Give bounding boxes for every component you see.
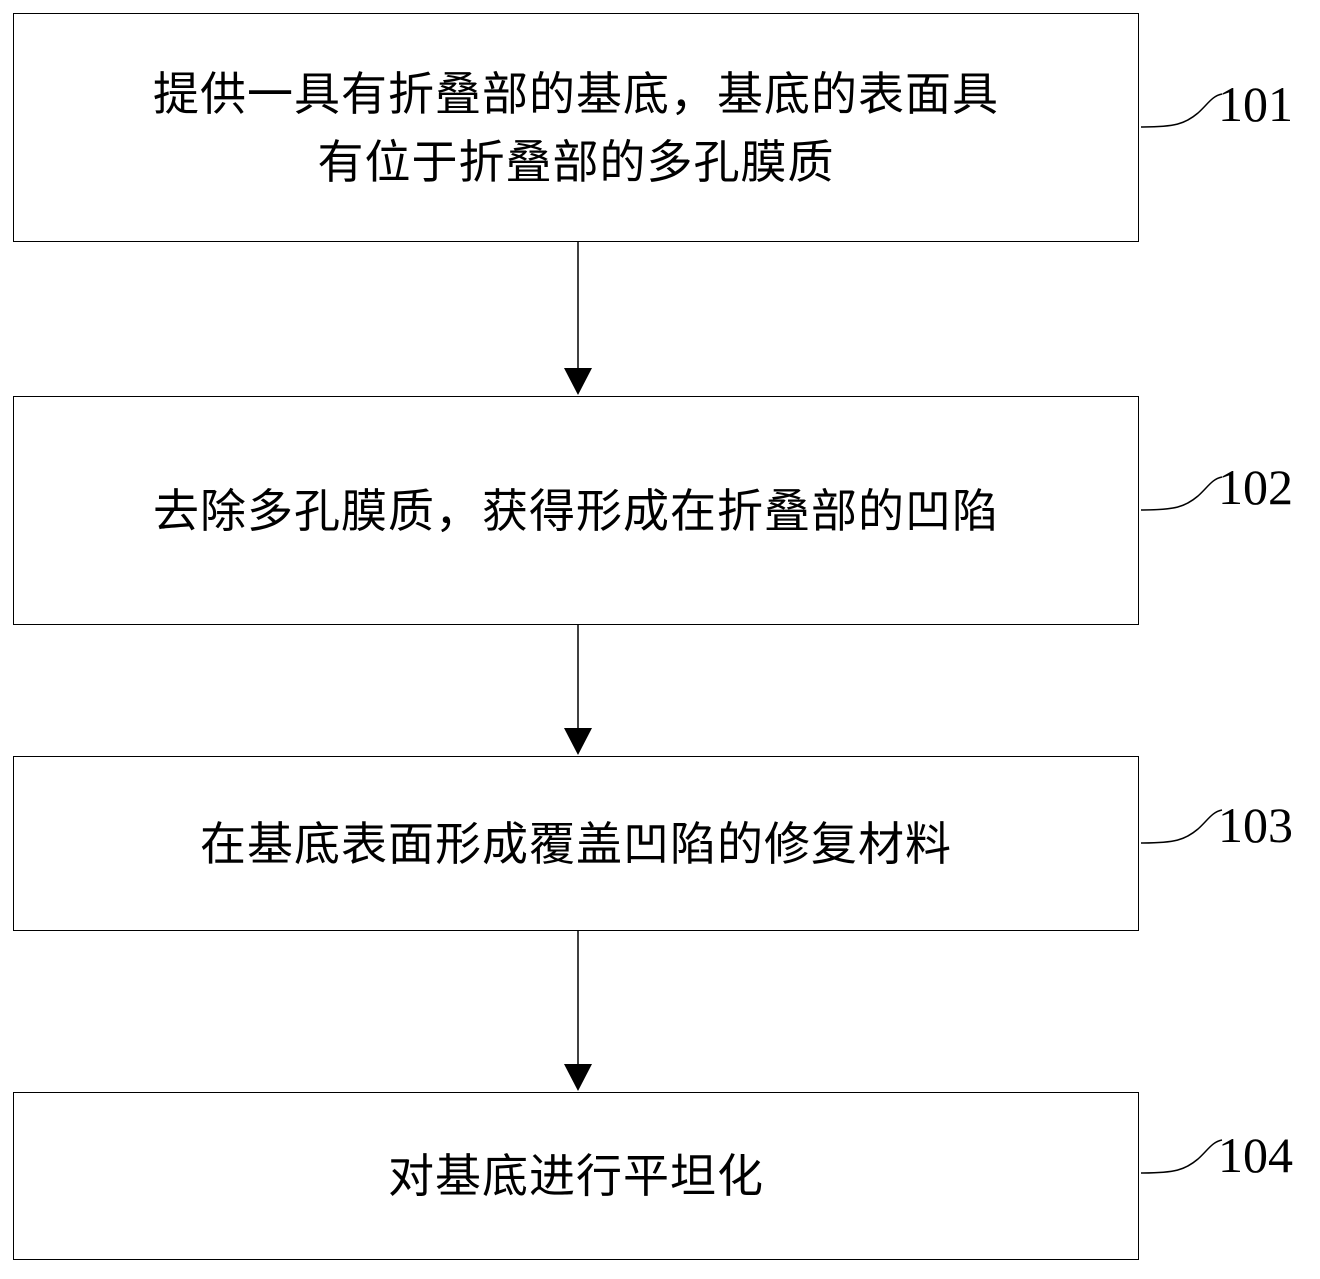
- step-label-103: 在基底表面形成覆盖凹陷的修复材料: [200, 816, 952, 871]
- arrow-103-to-104: [564, 931, 592, 1091]
- step-number-104: 104: [1218, 1127, 1293, 1183]
- leader-line-102: [1140, 476, 1223, 511]
- step-box-101: 提供一具有折叠部的基底，基底的表面具 有位于折叠部的多孔膜质: [13, 13, 1139, 242]
- step-number-103: 103: [1218, 797, 1293, 853]
- step-label-101-line1: 提供一具有折叠部的基底，基底的表面具: [153, 66, 999, 121]
- step-box-104: 对基底进行平坦化: [13, 1092, 1139, 1260]
- step-label-101: 提供一具有折叠部的基底，基底的表面具 有位于折叠部的多孔膜质: [139, 60, 1013, 196]
- step-number-101: 101: [1218, 76, 1293, 132]
- arrow-101-to-102: [564, 242, 592, 395]
- step-box-103: 在基底表面形成覆盖凹陷的修复材料: [13, 756, 1139, 931]
- leader-line-103: [1140, 809, 1223, 844]
- step-label-102: 去除多孔膜质，获得形成在折叠部的凹陷: [153, 483, 999, 538]
- step-box-102: 去除多孔膜质，获得形成在折叠部的凹陷: [13, 396, 1139, 625]
- step-label-104: 对基底进行平坦化: [388, 1149, 764, 1203]
- arrow-102-to-103: [564, 625, 592, 755]
- step-number-102: 102: [1218, 459, 1293, 515]
- leader-line-104: [1140, 1139, 1223, 1174]
- step-label-101-line2: 有位于折叠部的多孔膜质: [317, 134, 835, 189]
- leader-line-101: [1140, 93, 1223, 128]
